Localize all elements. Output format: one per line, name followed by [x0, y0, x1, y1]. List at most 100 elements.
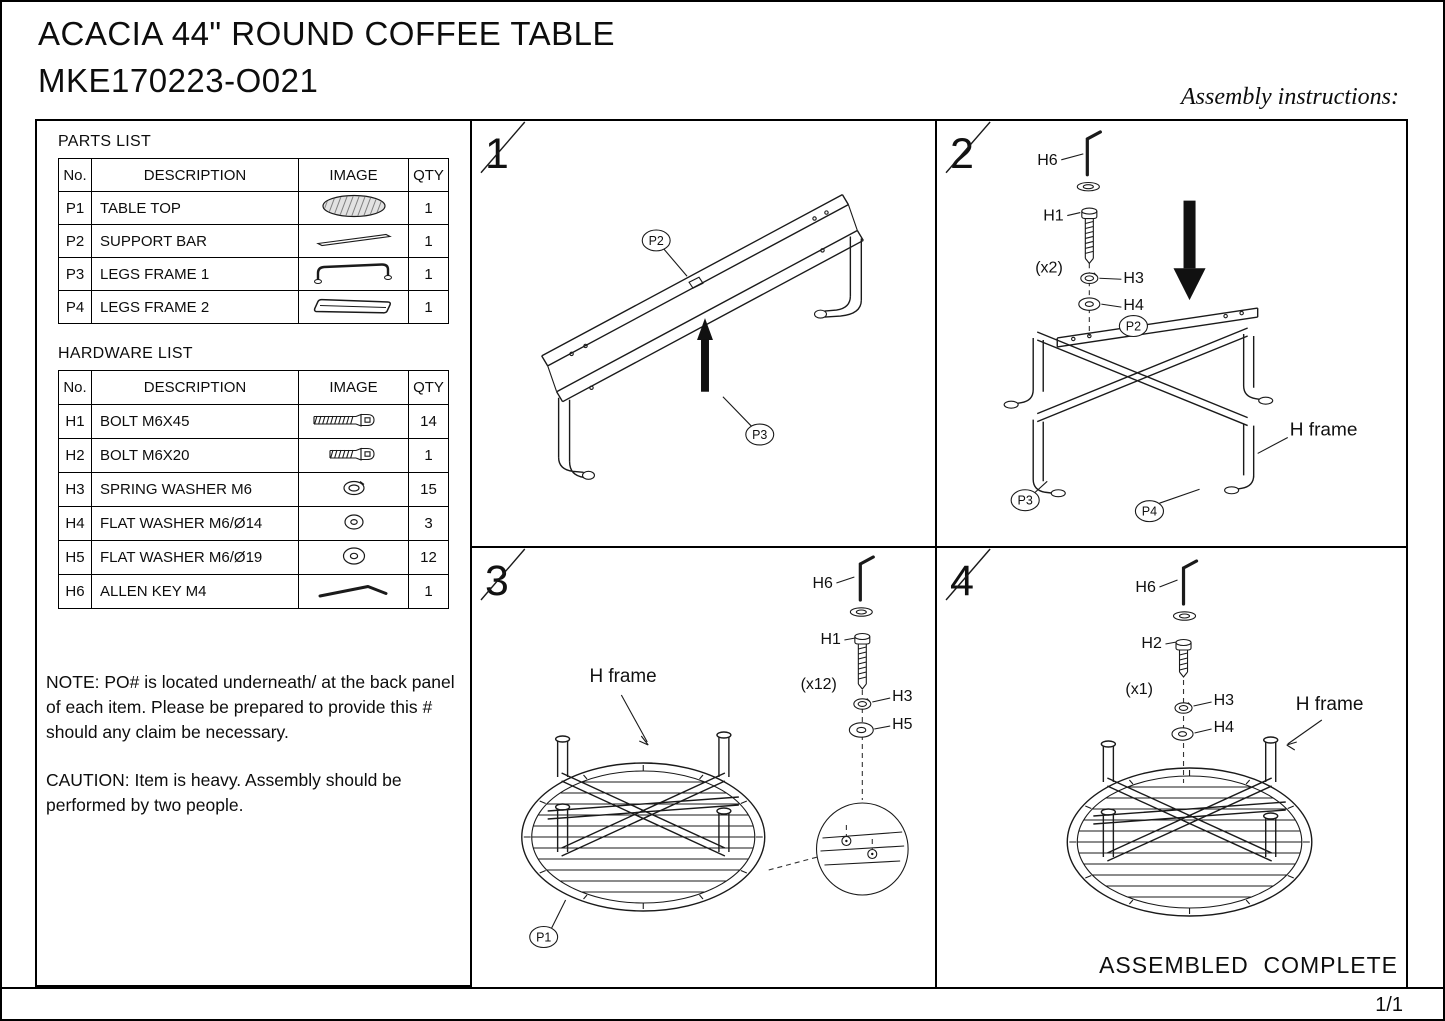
cell-qty: 1 [408, 224, 449, 258]
h3-label: H3 [892, 688, 912, 705]
col-no: No. [58, 158, 92, 192]
parts-hardware-panel: PARTS LIST No. DESCRIPTION IMAGE QTY P1 … [35, 119, 472, 987]
detail-circle [815, 802, 909, 896]
step-3-panel: 3 H6 H1 (x12) H3 H5 [472, 548, 937, 989]
table-assembly-drawing [1067, 737, 1312, 916]
footer-rule [2, 987, 1443, 989]
svg-text:H frame: H frame [1296, 694, 1364, 715]
cell-qty: 1 [408, 290, 449, 324]
cell-image [298, 191, 409, 225]
allen-key-drawing [848, 555, 875, 618]
cell-description: LEGS FRAME 2 [91, 290, 299, 324]
h-frame-label: H frame [1286, 694, 1364, 751]
flat-washer-drawing [1078, 297, 1101, 311]
p3-label: P3 [722, 396, 775, 446]
cell-qty: 3 [408, 506, 449, 541]
cell-description: LEGS FRAME 1 [91, 257, 299, 291]
legs-frame-1-icon [313, 263, 392, 284]
step-4-panel: 4 H6 H2 (x1) H3 H4 [937, 548, 1408, 989]
parts-table: No. DESCRIPTION IMAGE QTY P1 TABLE TOP [58, 158, 449, 324]
cell-qty: 1 [408, 191, 449, 225]
h-frame-label: H frame [589, 666, 657, 746]
up-arrow [697, 318, 713, 392]
spring-washer-drawing [1174, 701, 1193, 714]
table-row: H3 SPRING WASHER M6 15 [58, 472, 449, 507]
hardware-list-title: HARDWARE LIST [58, 345, 193, 362]
cell-description: BOLT M6X20 [91, 438, 299, 473]
table-row: P1 TABLE TOP 1 [58, 191, 449, 225]
down-arrow [1173, 200, 1206, 301]
flat-washer-icon [342, 546, 365, 565]
legs-frame-drawing [541, 194, 864, 480]
assembly-instructions-label: Assembly instructions: [1181, 84, 1399, 110]
svg-text:P2: P2 [649, 234, 664, 248]
table-row: H1 BOLT M6X45 14 [58, 404, 449, 439]
bolt-drawing [1175, 638, 1192, 678]
step-2-panel: 2 H6 H1 (x2) H3 H4 [937, 121, 1408, 548]
h6-label: H6 [1037, 152, 1058, 169]
hardware-stack: H6 H2 (x1) H3 H4 [1125, 559, 1235, 741]
cell-image [298, 257, 409, 291]
allen-key-drawing [1171, 559, 1199, 622]
step-1-diagram: 1 [480, 121, 864, 480]
hardware-stack: H6 H1 (x2) H3 H4 [1035, 130, 1144, 314]
corner-slash [480, 548, 526, 601]
h3-label: H3 [1214, 692, 1235, 709]
bolt-short-icon [328, 447, 375, 461]
h4-label: H4 [1214, 719, 1235, 736]
h3-label: H3 [1123, 270, 1144, 287]
step-4-diagram: 4 H6 H2 (x1) H3 H4 [945, 548, 1364, 989]
h6-label: H6 [1135, 579, 1156, 596]
col-description: DESCRIPTION [91, 158, 299, 192]
svg-text:P2: P2 [1126, 320, 1141, 334]
h6-label: H6 [813, 575, 833, 592]
table-row: H4 FLAT WASHER M6/Ø14 3 [58, 506, 449, 541]
cell-description: ALLEN KEY M4 [91, 574, 299, 609]
cell-image [298, 540, 409, 575]
h1-label: H1 [820, 631, 840, 648]
cell-description: TABLE TOP [91, 191, 299, 225]
p2-label: P2 [641, 229, 688, 277]
col-image: IMAGE [298, 370, 409, 405]
cell-image [298, 506, 409, 541]
bolt-long-icon [312, 413, 375, 427]
cell-no: P1 [58, 191, 92, 225]
cell-qty: 1 [408, 257, 449, 291]
cell-image [298, 290, 409, 324]
parts-header-row: No. DESCRIPTION IMAGE QTY [58, 158, 449, 192]
h-frame-drawing [1003, 307, 1274, 498]
assembled-complete-label: ASSEMBLED COMPLETE [1099, 952, 1398, 978]
hardware-table: No. DESCRIPTION IMAGE QTY H1 BOLT M6X45 [58, 370, 449, 609]
col-qty: QTY [408, 370, 449, 405]
cell-no: H4 [58, 506, 92, 541]
legs-frame-2-icon [313, 298, 391, 314]
hardware-header-row: No. DESCRIPTION IMAGE QTY [58, 370, 449, 405]
cell-description: SUPPORT BAR [91, 224, 299, 258]
note-text: NOTE: PO# is located underneath/ at the … [46, 672, 455, 742]
spring-washer-drawing [853, 697, 872, 710]
col-description: DESCRIPTION [91, 370, 299, 405]
svg-text:P1: P1 [536, 930, 551, 944]
cell-no: H3 [58, 472, 92, 507]
p4-label: P4 [1134, 488, 1200, 523]
step-1-panel: 1 [472, 121, 937, 548]
flat-washer-icon [343, 513, 364, 530]
cell-image [298, 438, 409, 473]
h-frame-label: H frame [1257, 420, 1357, 454]
table-top-icon [321, 194, 386, 218]
table-row: H6 ALLEN KEY M4 1 [58, 574, 449, 609]
cell-no: H6 [58, 574, 92, 609]
flat-washer-drawing [848, 722, 874, 738]
svg-text:P3: P3 [752, 428, 767, 442]
h2-label: H2 [1141, 635, 1162, 652]
cell-no: P3 [58, 257, 92, 291]
flat-washer-drawing [1171, 727, 1194, 741]
cell-qty: 12 [408, 540, 449, 575]
table-row: H5 FLAT WASHER M6/Ø19 12 [58, 540, 449, 575]
p2-label: P2 [1118, 315, 1148, 338]
h4-label: H4 [1123, 297, 1144, 314]
cell-description: BOLT M6X45 [91, 404, 299, 439]
corner-slash [480, 121, 526, 174]
cell-image [298, 472, 409, 507]
bolt-drawing [1081, 207, 1098, 264]
